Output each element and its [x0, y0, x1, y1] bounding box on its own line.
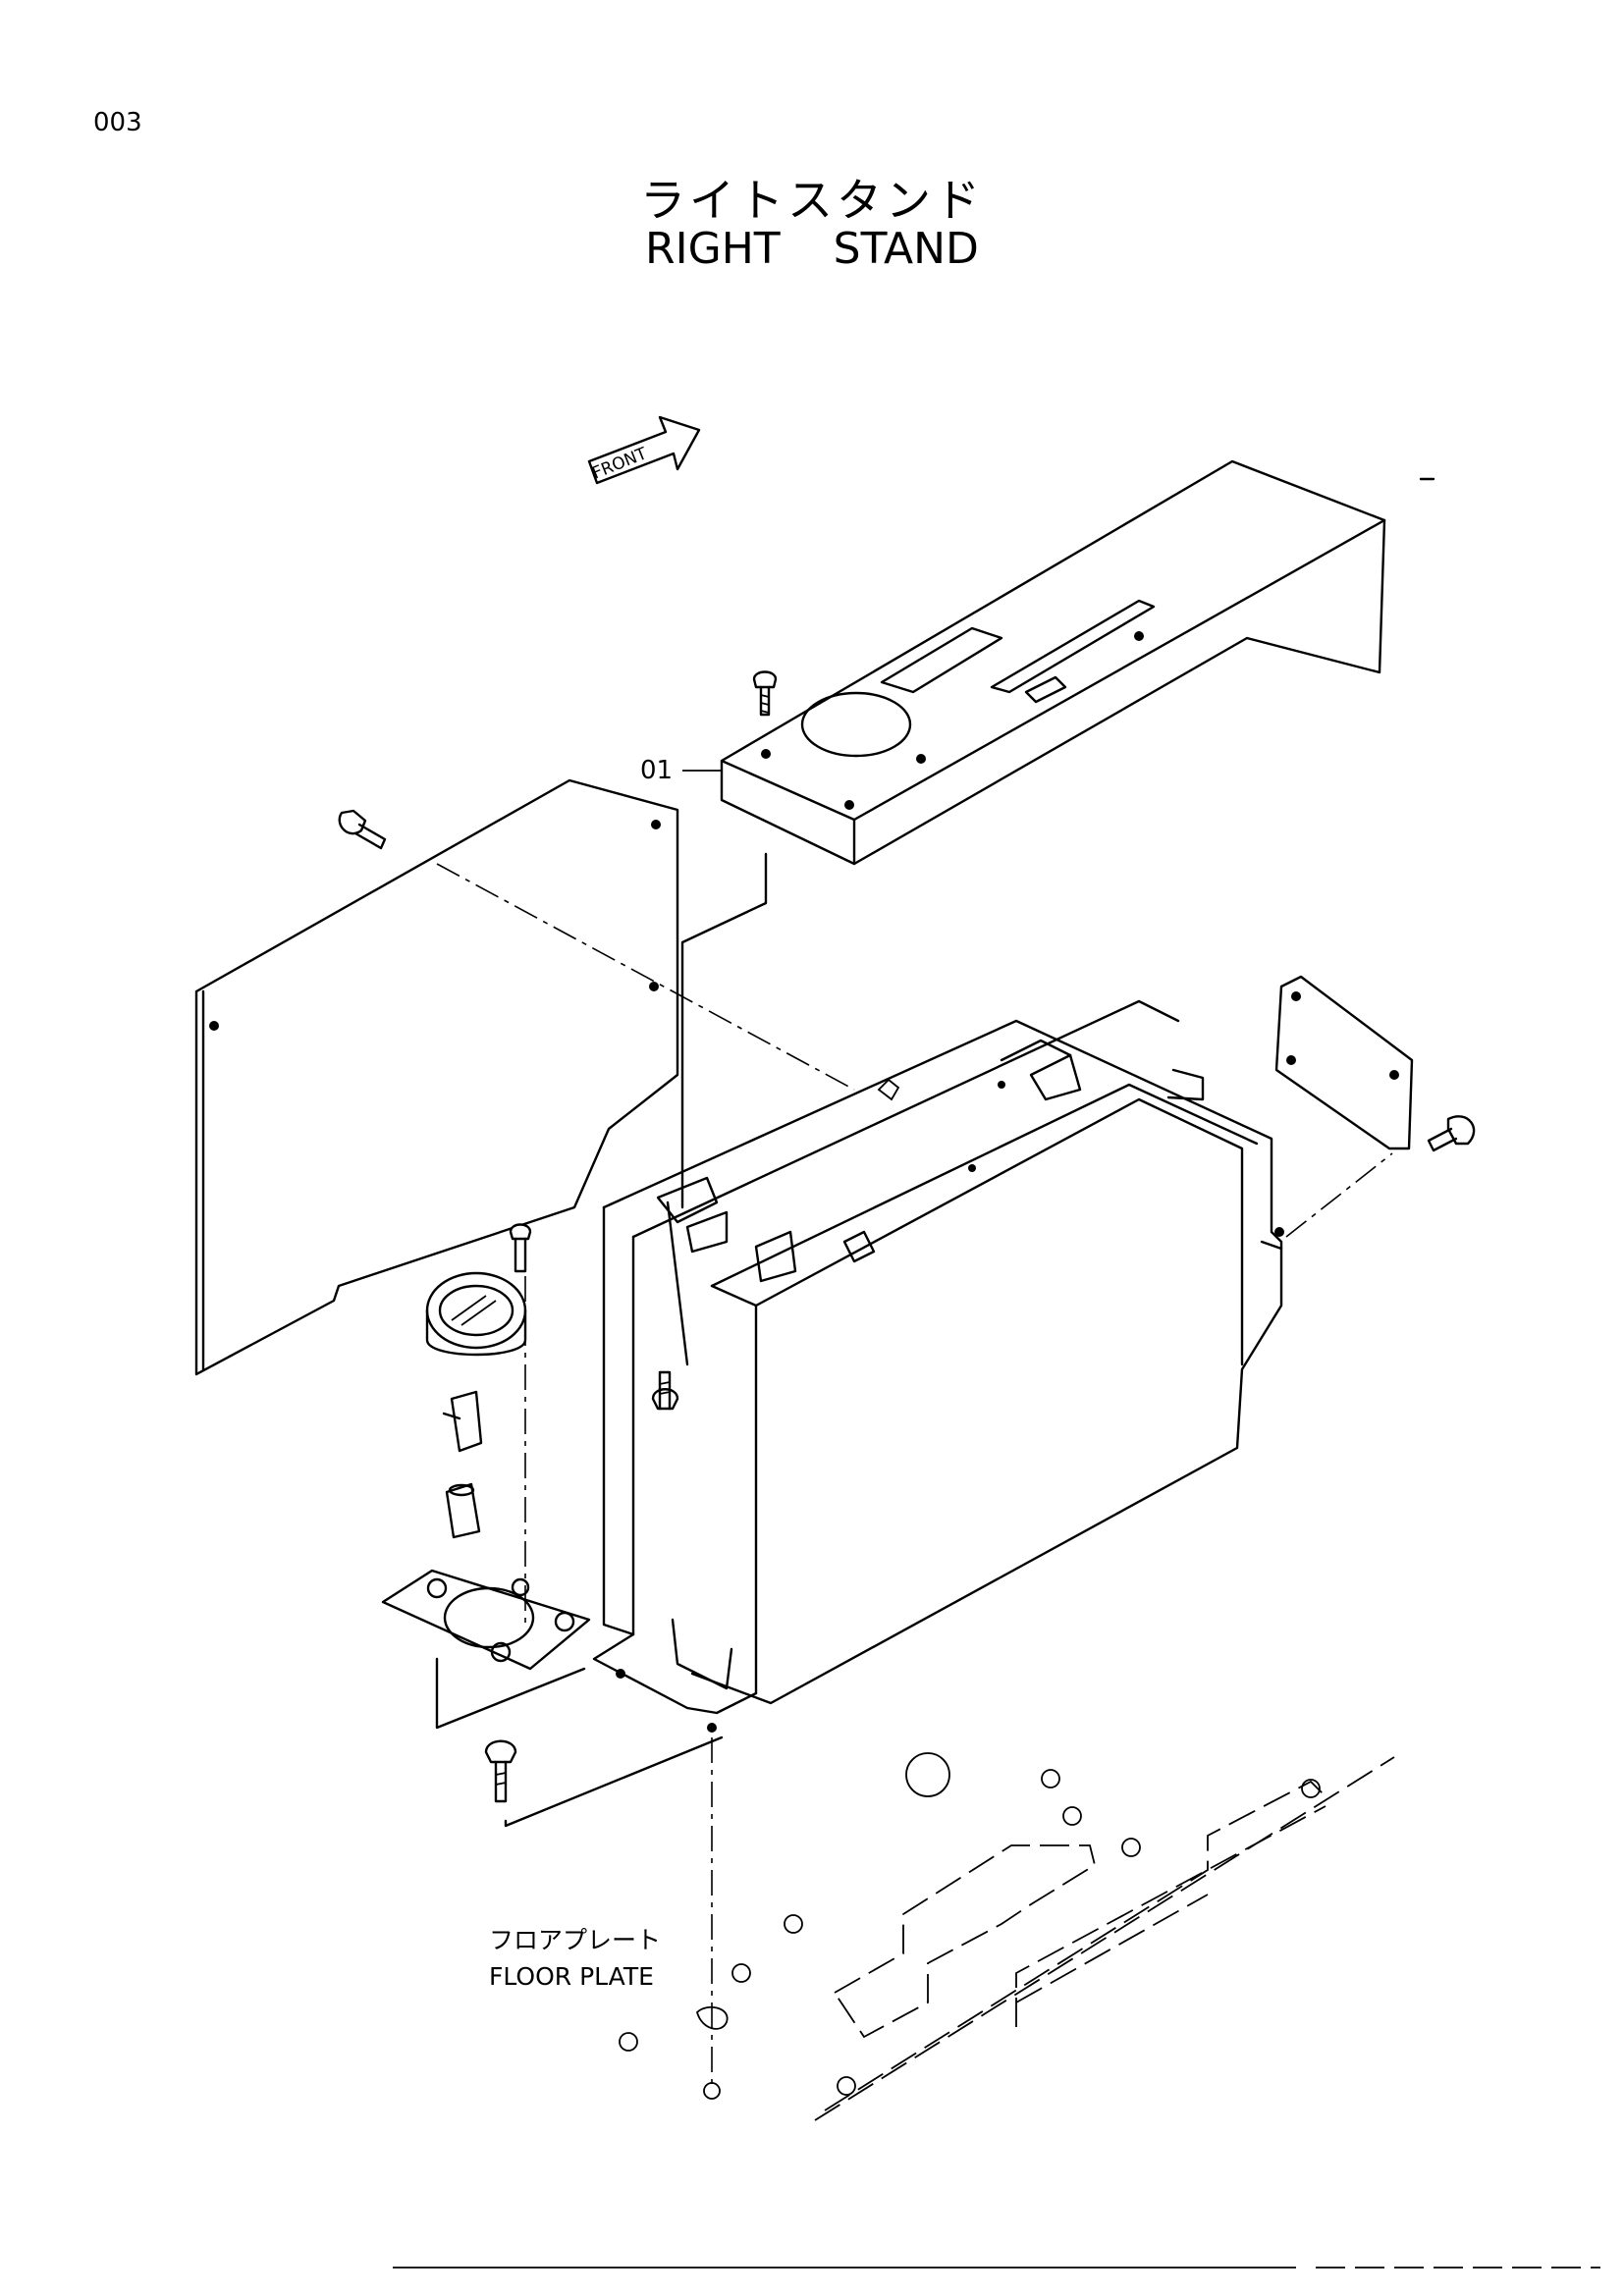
parts-bracket-left	[435, 1657, 586, 1730]
bolt-top-cover	[752, 670, 778, 717]
bolt-bottom-left	[484, 1739, 517, 1803]
bolt-left-panel	[338, 809, 387, 850]
parts-bracket-bottom	[504, 1735, 724, 1828]
right-cover-plate	[1274, 975, 1414, 1150]
floor-plate-label-english: FLOOR PLATE	[489, 1962, 654, 1991]
page-number: 003	[93, 108, 142, 137]
light-switch-assembly	[381, 1223, 591, 1671]
part-callout-01: 01	[640, 756, 673, 785]
top-cover-part	[720, 459, 1435, 866]
bolt-stand-box	[651, 1370, 679, 1411]
parts-bracket-top	[680, 852, 768, 1209]
floor-plate-outline	[619, 1752, 1395, 2121]
front-arrow-icon: FRONT	[587, 415, 701, 485]
right-stand-box	[592, 999, 1284, 1733]
left-side-panel	[194, 778, 679, 1376]
diagram-title-japanese: ライトスタンド	[640, 174, 984, 227]
diagram-title-english: RIGHT STAND	[645, 224, 979, 274]
bolt-right-plate	[1427, 1115, 1476, 1152]
floor-plate-label-japanese: フロアプレート	[489, 1926, 661, 1954]
